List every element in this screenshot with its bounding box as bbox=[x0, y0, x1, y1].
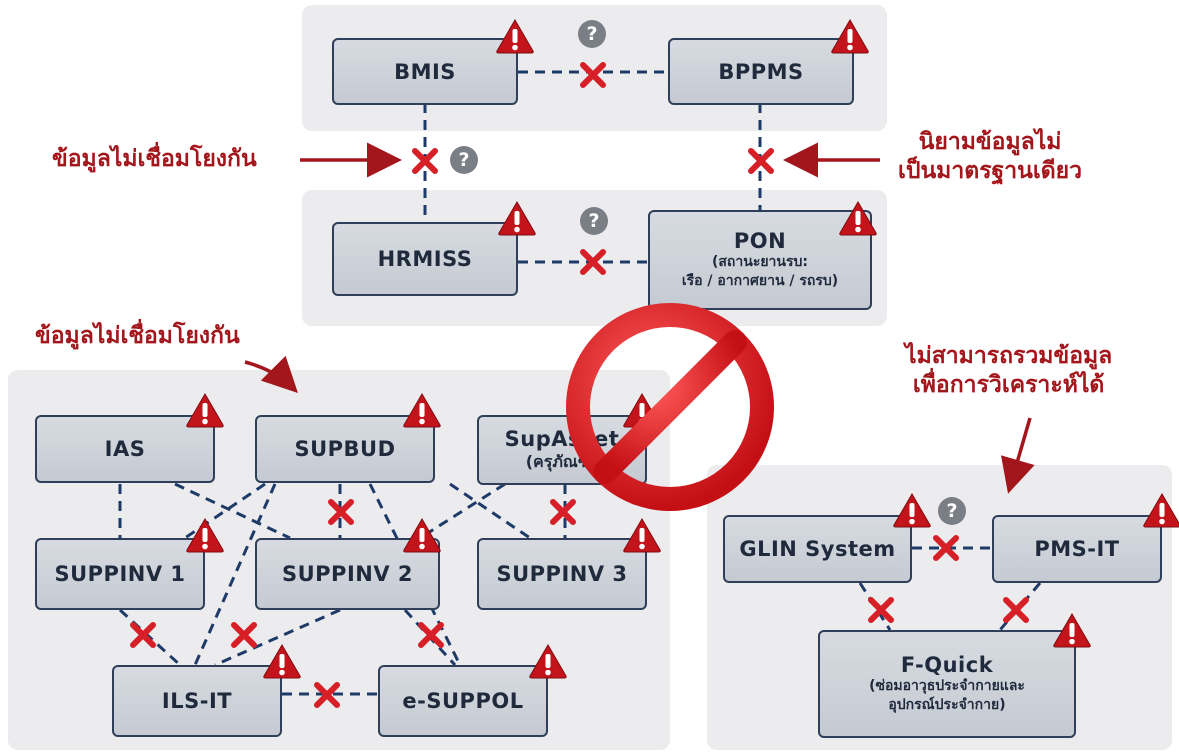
system-name: PMS-IT bbox=[1034, 537, 1120, 561]
system-description: เรือ / อากาศยาน / รถรบ) bbox=[681, 273, 839, 289]
callout-not-standard: นิยามข้อมูลไม่ เป็นมาตรฐานเดียว bbox=[898, 128, 1082, 186]
broken-link-x-icon bbox=[580, 249, 606, 275]
broken-link-x-icon bbox=[933, 535, 959, 561]
system-box-bmis: BMIS bbox=[332, 38, 518, 105]
warning-triangle-icon bbox=[403, 393, 441, 428]
system-name: BPPMS bbox=[718, 59, 804, 84]
system-box-fquick: F-Quick (ซ่อมอาวุธประจำกายและ อุปกรณ์ประ… bbox=[818, 630, 1076, 738]
system-name: SUPPINV 1 bbox=[54, 562, 186, 586]
warning-triangle-icon bbox=[831, 19, 869, 54]
system-name: e-SUPPOL bbox=[402, 689, 524, 713]
broken-link-x-icon bbox=[130, 622, 156, 648]
broken-link-x-icon bbox=[748, 148, 774, 174]
broken-link-x-icon bbox=[231, 622, 257, 648]
broken-link-x-icon bbox=[1003, 597, 1029, 623]
callout-line: ไม่สามารถรวมข้อมูล bbox=[905, 343, 1113, 369]
question-circle-icon: ? bbox=[578, 20, 606, 48]
system-name: SUPPINV 3 bbox=[496, 562, 628, 586]
system-name: SUPBUD bbox=[294, 437, 396, 461]
system-box-ilsit: ILS-IT bbox=[112, 665, 282, 737]
system-box-esuppol: e-SUPPOL bbox=[378, 665, 548, 737]
system-box-pon: PON (สถานะยานรบ: เรือ / อากาศยาน / รถรบ) bbox=[648, 210, 872, 310]
broken-link-x-icon bbox=[314, 682, 340, 708]
system-name: BMIS bbox=[394, 59, 456, 84]
broken-link-x-icon bbox=[328, 499, 354, 525]
system-box-pmsit: PMS-IT bbox=[992, 515, 1162, 583]
system-name: PON bbox=[733, 229, 787, 254]
system-name: GLIN System bbox=[739, 537, 896, 561]
warning-triangle-icon bbox=[403, 518, 441, 553]
question-circle-icon: ? bbox=[580, 207, 608, 235]
warning-triangle-icon bbox=[186, 393, 224, 428]
system-name: IAS bbox=[104, 437, 146, 461]
broken-link-x-icon bbox=[580, 62, 606, 88]
system-description: (ซ่อมอาวุธประจำกายและ bbox=[869, 678, 1025, 695]
system-name: ILS-IT bbox=[161, 689, 233, 713]
callout-not-linked-top: ข้อมูลไม่เชื่อมโยงกัน bbox=[52, 146, 257, 172]
callout-line: เพื่อการวิเคราะห์ได้ bbox=[912, 371, 1105, 398]
system-name: F-Quick bbox=[900, 653, 994, 678]
system-name: HRMISS bbox=[377, 247, 473, 271]
system-box-suppinv1: SUPPINV 1 bbox=[35, 538, 205, 610]
warning-triangle-icon bbox=[498, 201, 536, 236]
warning-triangle-icon bbox=[496, 19, 534, 54]
callout-cannot-merge: ไม่สามารถรวมข้อมูล เพื่อการวิเคราะห์ได้ bbox=[905, 342, 1112, 400]
warning-triangle-icon bbox=[623, 518, 661, 553]
system-description: (สถานะยานรบ: bbox=[711, 254, 808, 271]
system-box-suppinv3: SUPPINV 3 bbox=[477, 538, 647, 610]
warning-triangle-icon bbox=[263, 644, 301, 679]
broken-link-x-icon bbox=[418, 622, 444, 648]
system-description: อุปกรณ์ประจำกาย) bbox=[888, 697, 1006, 713]
callout-line: นิยามข้อมูลไม่ bbox=[918, 129, 1062, 155]
warning-triangle-icon bbox=[186, 518, 224, 553]
broken-link-x-icon bbox=[412, 148, 438, 174]
warning-triangle-icon bbox=[529, 644, 567, 679]
callout-not-linked-left: ข้อมูลไม่เชื่อมโยงกัน bbox=[35, 323, 240, 349]
prohibition-icon bbox=[566, 303, 774, 511]
broken-link-x-icon bbox=[550, 499, 576, 525]
question-circle-icon: ? bbox=[450, 146, 478, 174]
system-box-hrmiss: HRMISS bbox=[332, 222, 518, 296]
broken-link-x-icon bbox=[868, 597, 894, 623]
system-box-bppms: BPPMS bbox=[668, 38, 854, 105]
callout-line: เป็นมาตรฐานเดียว bbox=[898, 157, 1083, 184]
warning-triangle-icon bbox=[1143, 493, 1179, 528]
system-box-ias: IAS bbox=[35, 415, 215, 483]
warning-triangle-icon bbox=[1053, 613, 1091, 648]
warning-triangle-icon bbox=[839, 201, 877, 236]
system-name: SUPPINV 2 bbox=[281, 562, 414, 586]
system-box-suppinv2: SUPPINV 2 bbox=[255, 538, 440, 610]
warning-triangle-icon bbox=[893, 493, 931, 528]
system-box-glin: GLIN System bbox=[723, 515, 912, 583]
question-circle-icon: ? bbox=[938, 497, 966, 525]
